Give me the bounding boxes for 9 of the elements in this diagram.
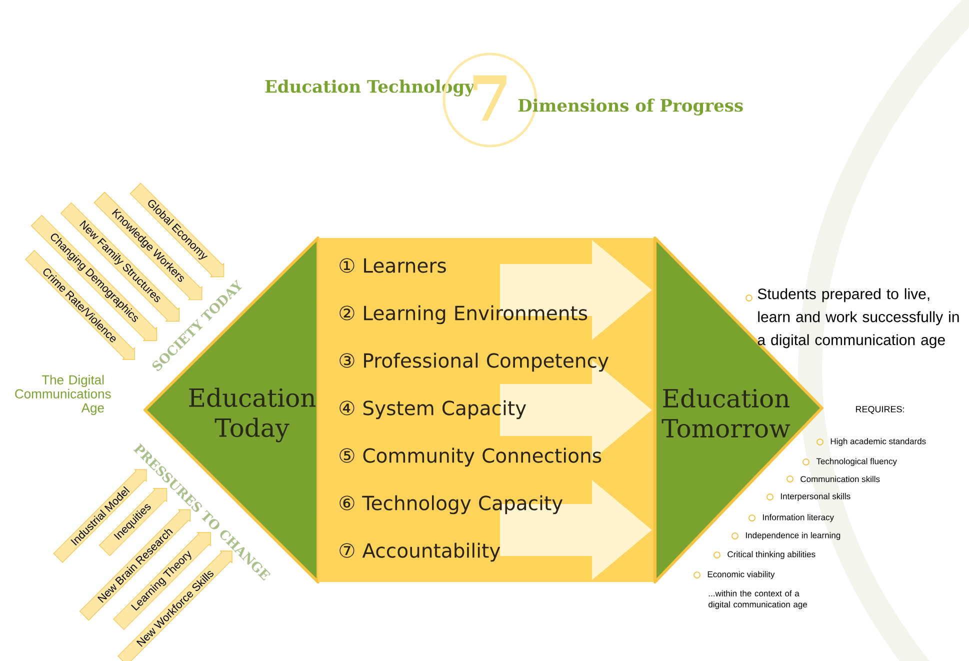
list-item: Critical thinking abilities — [728, 551, 816, 559]
title-text: Dimensions of Progress — [518, 98, 743, 116]
list-item: Economic viability — [708, 571, 775, 579]
heading: REQUIRES: — [856, 406, 904, 414]
note-text: ...within the context of a digital communication age — [708, 590, 808, 610]
side-label: The Digital Communications Age — [15, 374, 111, 416]
list-item: High academic standards — [830, 438, 926, 446]
title-text: Education Technology — [265, 80, 475, 96]
item-panel: ① Learners ② Learning Environments ③ Professional Competency ④ System Capacity ⑤ Community Connections ⑥ Technology Capacity ⑦ Accountability — [318, 238, 655, 582]
